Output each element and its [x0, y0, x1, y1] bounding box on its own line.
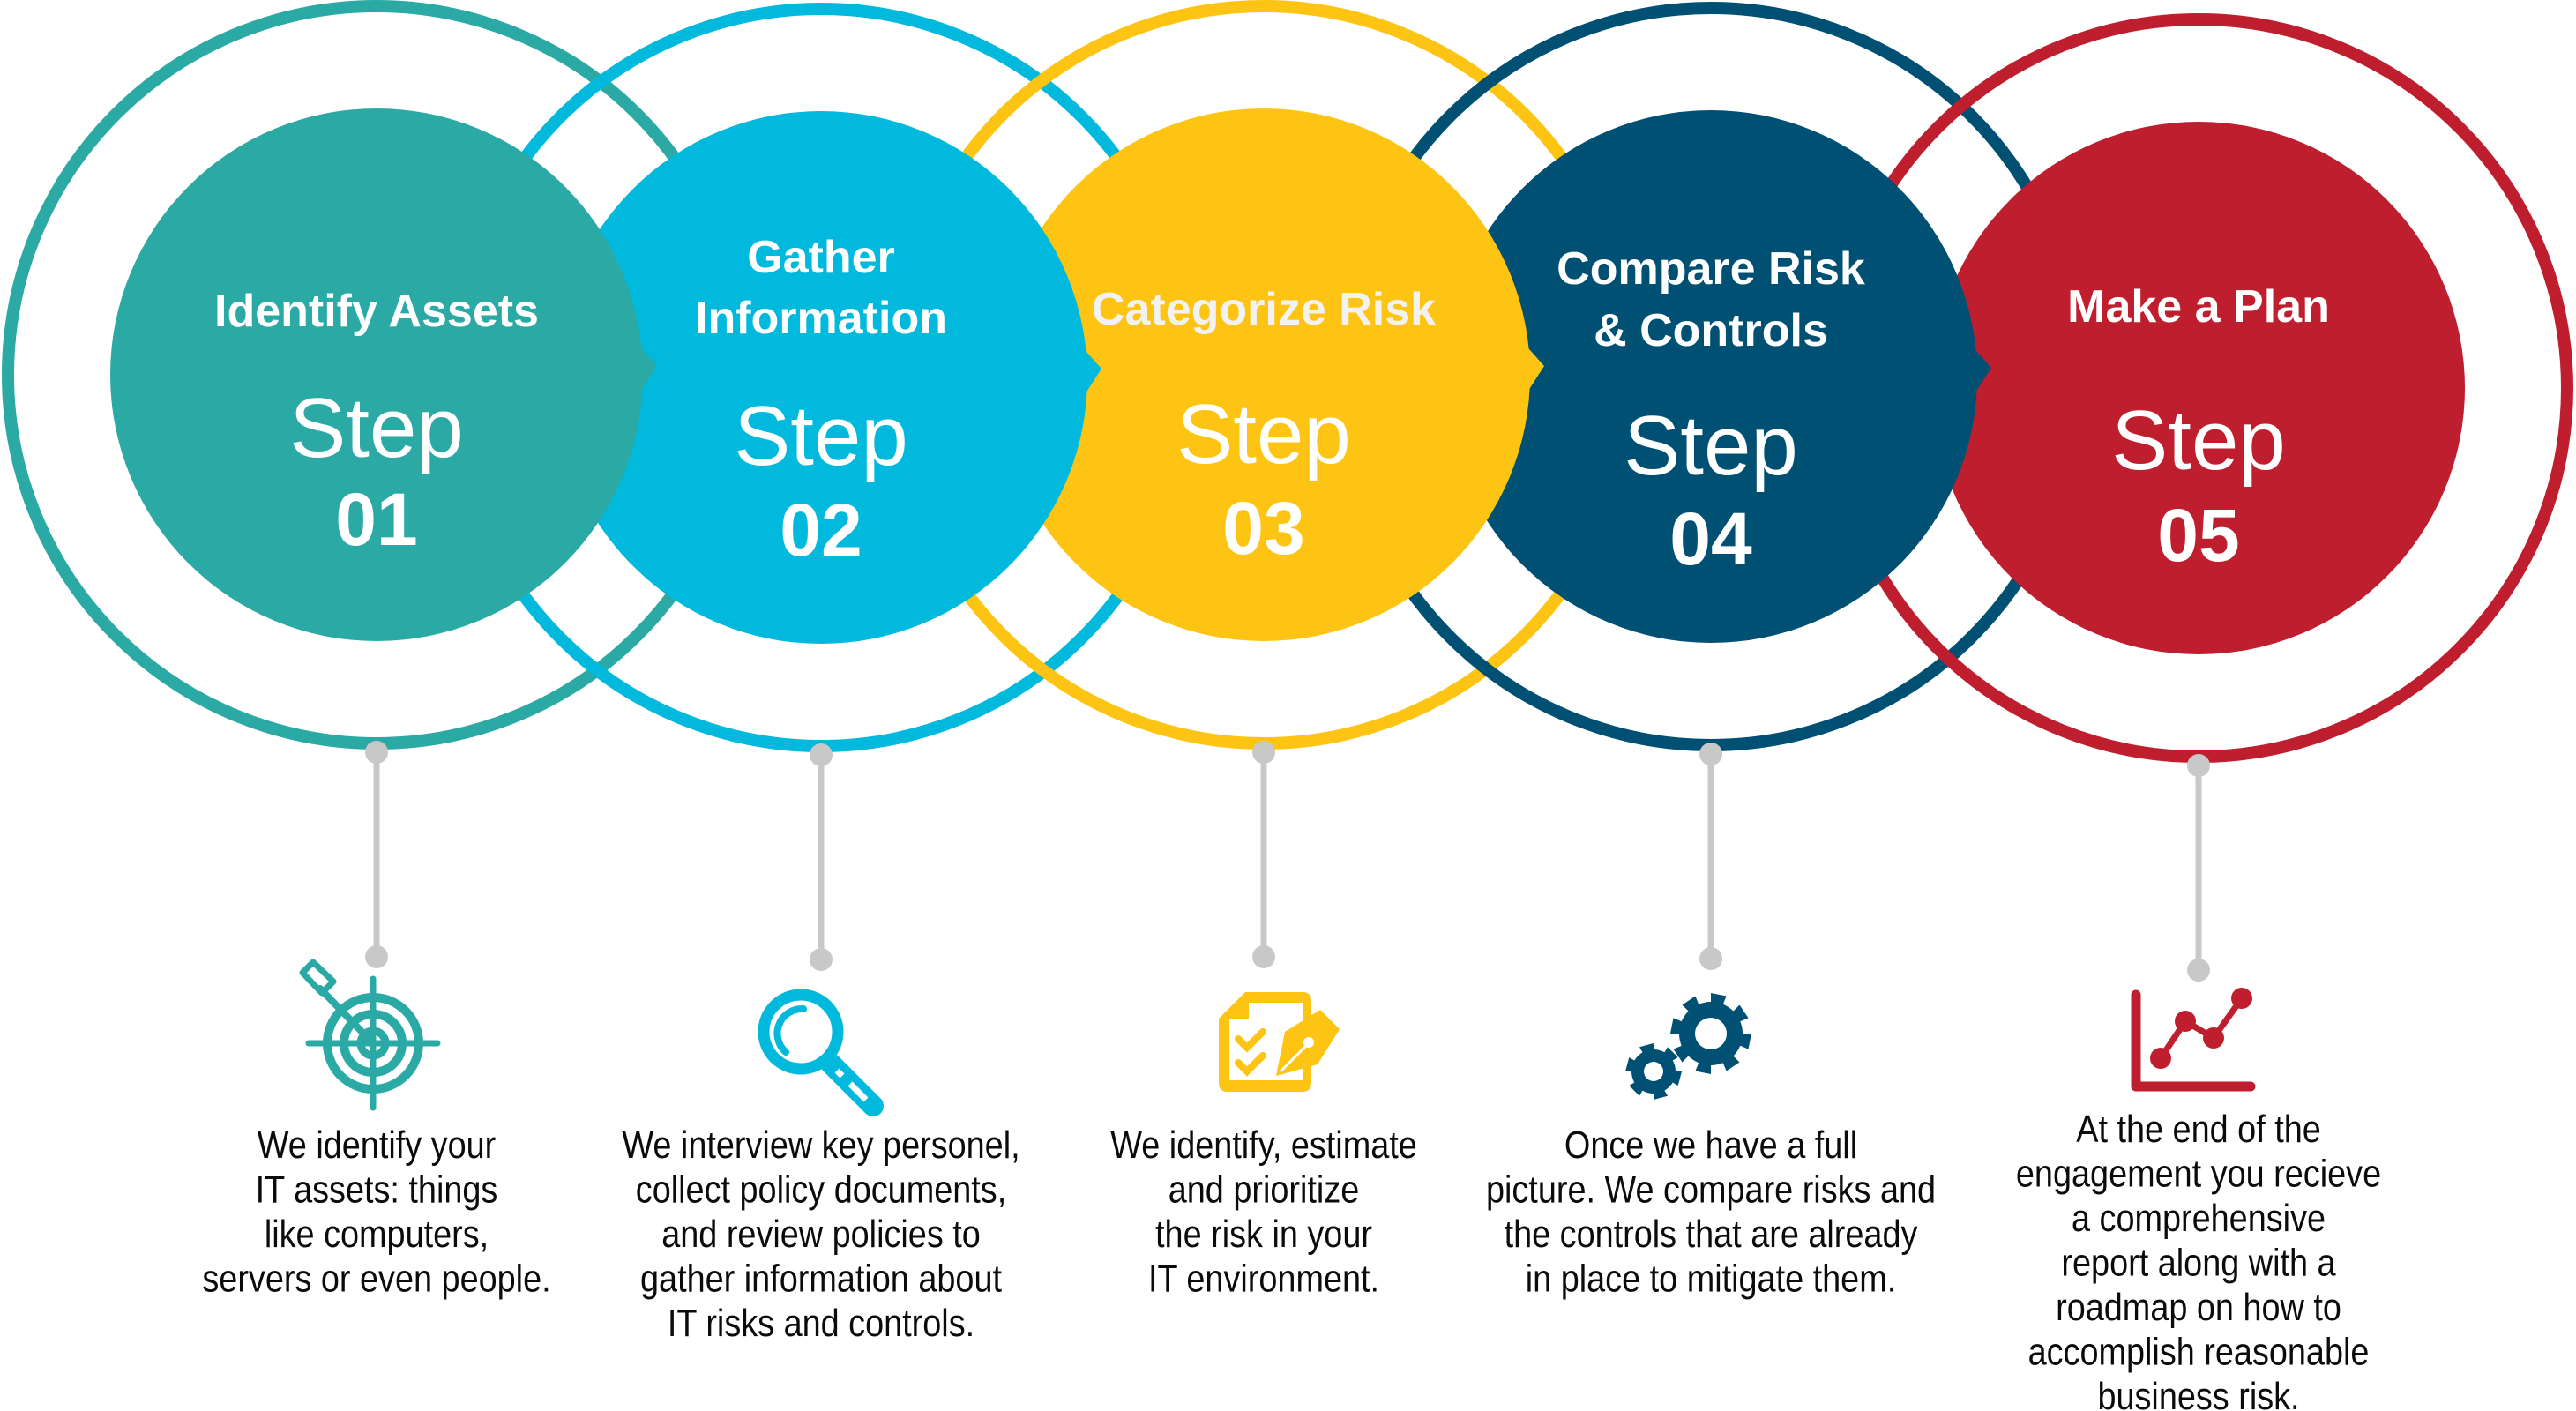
magnifier-icon	[758, 989, 884, 1116]
step-icons	[299, 959, 2256, 1116]
description-line: business risk.	[2097, 1374, 2299, 1411]
disc-circle	[1445, 110, 1977, 643]
disc-circle	[555, 111, 1087, 644]
description-line: We identify, estimate	[1110, 1123, 1417, 1166]
step-title: Gather	[747, 232, 895, 283]
step-title: Identify Assets	[214, 286, 539, 337]
connector-dot-top	[810, 743, 833, 766]
description-line: engagement you recieve	[2016, 1152, 2381, 1195]
arrow-pointer	[1914, 284, 1991, 474]
description-line: IT assets: things	[256, 1168, 498, 1211]
description-line: the risk in your	[1155, 1212, 1372, 1255]
connector-dot-top	[1699, 743, 1722, 765]
description-line: accomplish reasonable	[2028, 1330, 2370, 1373]
connector-dot-top	[365, 741, 388, 764]
gears-icon	[1625, 993, 1751, 1100]
connector-dot-top	[2187, 754, 2210, 777]
connector-dot-bottom	[810, 948, 833, 971]
step-title: & Controls	[1594, 305, 1828, 356]
connector-identify-assets	[365, 741, 388, 968]
description-line: At the end of the	[2076, 1107, 2321, 1150]
disc-circle	[110, 108, 643, 641]
connector-categorize-risk	[1252, 741, 1275, 968]
step-label: Step	[1624, 399, 1797, 493]
description-line: IT risks and controls.	[668, 1301, 974, 1344]
line-chart-icon	[2131, 988, 2256, 1092]
connector-dot-bottom	[1252, 945, 1275, 968]
connector-dot-bottom	[1699, 947, 1722, 970]
description-line: servers or even people.	[202, 1257, 550, 1300]
step-number: 03	[1222, 487, 1304, 570]
description-line: the controls that are already	[1505, 1212, 1918, 1255]
description-line: and review policies to	[661, 1212, 981, 1255]
description-line: in place to mitigate them.	[1526, 1257, 1896, 1300]
step-description-gather-information: We interview key personel,collect policy…	[622, 1123, 1019, 1344]
description-line: a comprehensive	[2072, 1196, 2326, 1239]
arrow-pointer	[1467, 282, 1544, 472]
step-number: 02	[780, 489, 862, 571]
connector-dot-top	[1252, 741, 1275, 764]
description-line: collect policy documents,	[636, 1168, 1006, 1211]
connector-make-a-plan	[2187, 754, 2210, 982]
step-number: 05	[2157, 494, 2239, 577]
connector-gather-information	[810, 743, 833, 971]
connector-dot-bottom	[2187, 959, 2210, 982]
target-icon	[299, 959, 441, 1111]
arrow-pointer	[579, 282, 657, 472]
description-line: roadmap on how to	[2056, 1285, 2341, 1328]
step-label: Step	[289, 381, 463, 475]
step-label: Step	[2111, 393, 2285, 488]
step-title: Make a Plan	[2067, 281, 2330, 332]
description-line: We identify your	[258, 1123, 496, 1166]
description-line: IT environment.	[1148, 1257, 1379, 1300]
step-label: Step	[1176, 387, 1350, 482]
disc-circle	[997, 108, 1530, 641]
connector-dot-bottom	[365, 945, 388, 968]
description-line: report along with a	[2061, 1241, 2335, 1284]
step-title: Information	[695, 293, 947, 344]
step-label: Step	[734, 389, 907, 483]
description-line: We interview key personel,	[622, 1123, 1019, 1166]
arrow-pointer	[1024, 285, 1101, 474]
step-number: 04	[1669, 497, 1752, 580]
connectors	[365, 741, 2210, 982]
step-title: Compare Risk	[1557, 243, 1865, 295]
description-line: like computers,	[265, 1212, 489, 1255]
connector-compare-risk-controls	[1699, 743, 1722, 970]
description-line: picture. We compare risks and	[1486, 1168, 1936, 1211]
description-line: Once we have a full	[1564, 1123, 1857, 1166]
step-number: 01	[335, 478, 417, 561]
description-line: gather information about	[640, 1257, 1003, 1300]
description-line: and prioritize	[1169, 1168, 1360, 1211]
step-title: Categorize Risk	[1092, 284, 1436, 335]
disc-circle	[1932, 122, 2465, 654]
checklist-pen-icon	[1219, 992, 1340, 1092]
